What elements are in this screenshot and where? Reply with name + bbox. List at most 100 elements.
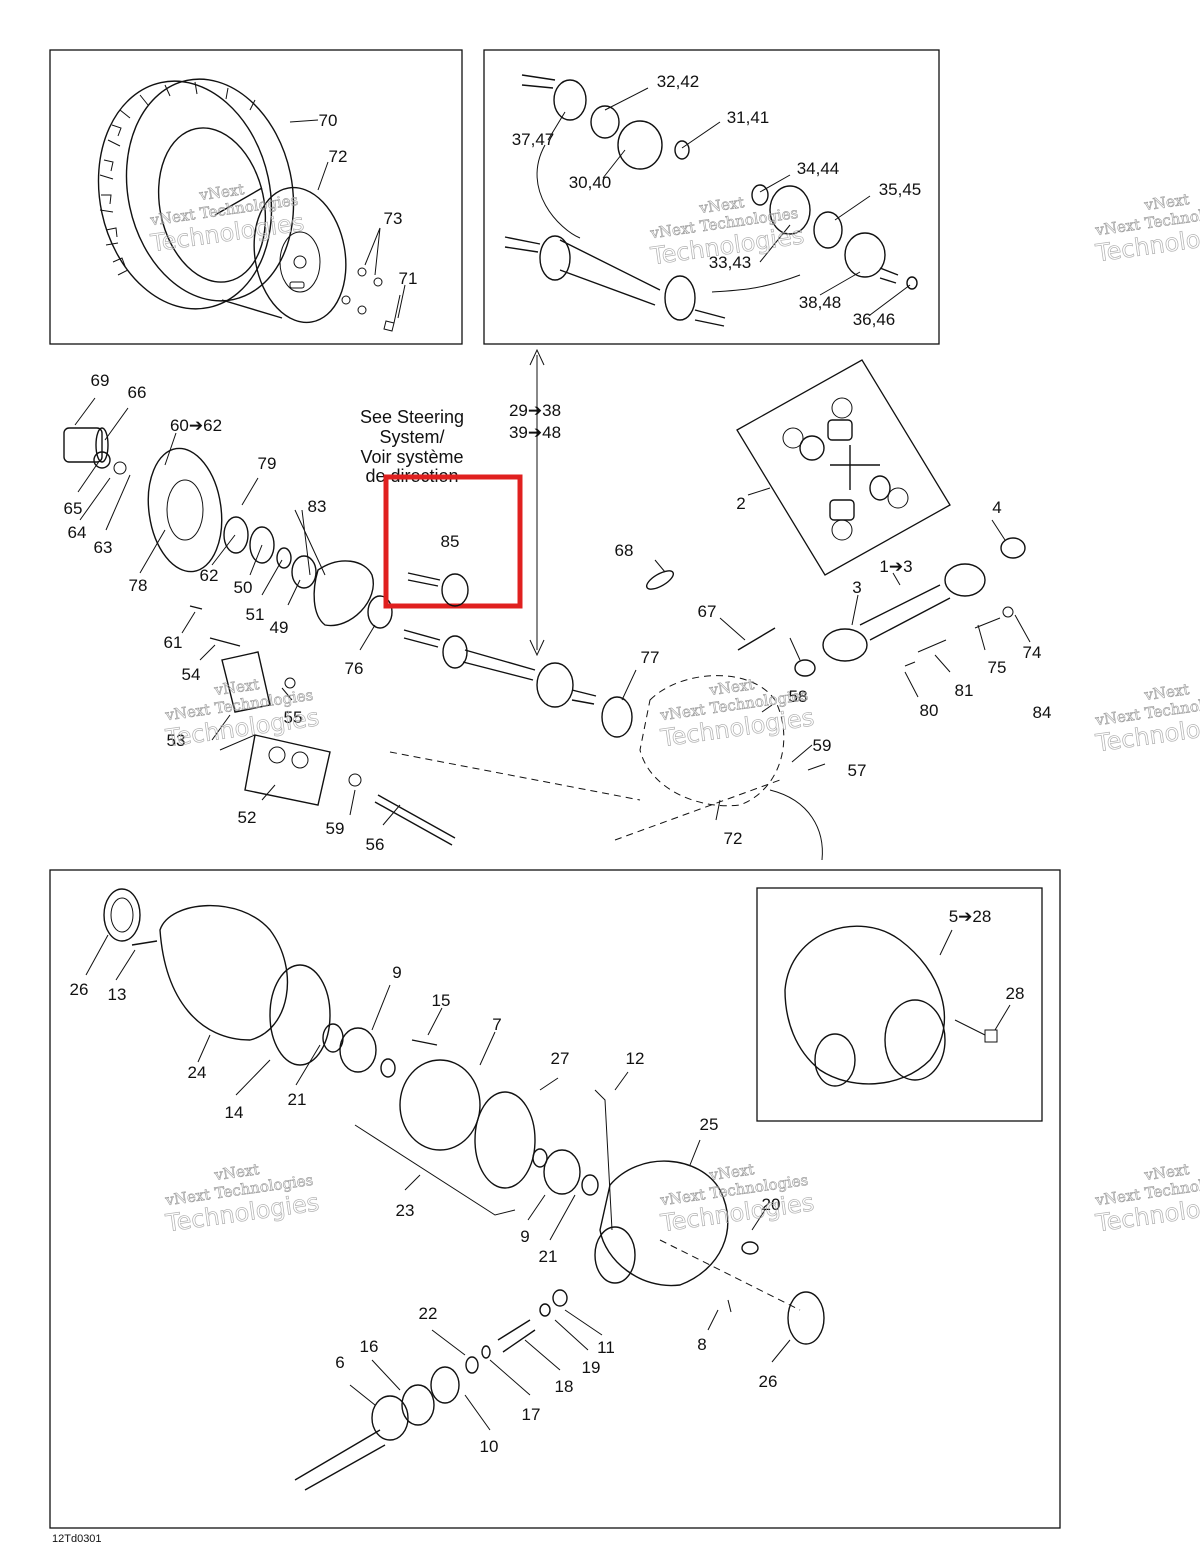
part-label-differential: 10 bbox=[480, 1437, 499, 1456]
part-label-axle: 34,44 bbox=[797, 159, 840, 178]
part-label-main: 3 bbox=[852, 578, 861, 597]
part-label-differential: 6 bbox=[335, 1353, 344, 1372]
steering-note-line1: See Steering bbox=[360, 407, 464, 427]
part-label-axle: 35,45 bbox=[879, 180, 922, 199]
highlight-part-85 bbox=[383, 474, 523, 609]
part-label-main: 50 bbox=[234, 578, 253, 597]
part-label-main: 52 bbox=[238, 808, 257, 827]
part-label-axle: 31,41 bbox=[727, 108, 770, 127]
part-label-differential: 20 bbox=[762, 1195, 781, 1214]
part-label-wheel: 72 bbox=[329, 147, 348, 166]
part-label-axle: 30,40 bbox=[569, 173, 612, 192]
differential-parts bbox=[103, 888, 825, 1491]
axle-ref-line1: 29➔38 bbox=[509, 401, 561, 420]
front-differential-dashed bbox=[389, 675, 823, 861]
part-label-axle: 32,42 bbox=[657, 72, 700, 91]
part-label-housing: 5➔28 bbox=[949, 907, 992, 926]
steering-note-line3: Voir système bbox=[360, 447, 463, 467]
arrows bbox=[529, 348, 545, 657]
steering-note-line2: System/ bbox=[379, 427, 444, 447]
part-label-main: 59 bbox=[813, 736, 832, 755]
part-label-differential: 21 bbox=[288, 1090, 307, 1109]
differential-panel-frame bbox=[49, 869, 1061, 1529]
part-label-main: 76 bbox=[345, 659, 364, 678]
part-label-housing: 28 bbox=[1006, 984, 1025, 1003]
part-label-main: 53 bbox=[167, 731, 186, 750]
part-label-wheel: 73 bbox=[384, 209, 403, 228]
part-label-main: 59 bbox=[326, 819, 345, 838]
part-label-differential: 17 bbox=[522, 1405, 541, 1424]
part-label-main: 49 bbox=[270, 618, 289, 637]
part-label-main: 85 bbox=[441, 532, 460, 551]
part-label-axle: 37,47 bbox=[512, 130, 555, 149]
part-label-main: 54 bbox=[182, 665, 201, 684]
part-label-main: 56 bbox=[366, 835, 385, 854]
part-label-differential: 9 bbox=[392, 963, 401, 982]
part-label-main: 81 bbox=[955, 681, 974, 700]
part-label-main: 77 bbox=[641, 648, 660, 667]
part-label-differential: 26 bbox=[70, 980, 89, 999]
part-label-differential: 14 bbox=[225, 1103, 244, 1122]
part-label-differential: 15 bbox=[432, 991, 451, 1010]
part-label-main: 57 bbox=[848, 761, 867, 780]
part-label-main: 62 bbox=[200, 566, 219, 585]
part-label-differential: 13 bbox=[108, 985, 127, 1004]
part-label-differential: 25 bbox=[700, 1115, 719, 1134]
part-label-differential: 26 bbox=[759, 1372, 778, 1391]
part-label-main: 68 bbox=[615, 541, 634, 560]
bracket-parts bbox=[189, 605, 456, 846]
part-label-differential: 9 bbox=[520, 1227, 529, 1246]
axle-shaft-lower bbox=[504, 144, 801, 327]
part-label-main: 58 bbox=[789, 687, 808, 706]
part-label-main: 55 bbox=[284, 708, 303, 727]
u-joint-detail-frame bbox=[736, 359, 951, 576]
part-label-differential: 8 bbox=[697, 1335, 706, 1354]
part-label-main: 74 bbox=[1023, 643, 1042, 662]
part-label-main: 69 bbox=[91, 371, 110, 390]
housing-detail-frame bbox=[756, 887, 1043, 1122]
part-label-differential: 18 bbox=[555, 1377, 574, 1396]
part-label-axle: 38,48 bbox=[799, 293, 842, 312]
steering-reference-note: See Steering System/ Voir système de dir… bbox=[360, 407, 464, 486]
leader-lines bbox=[74, 87, 1031, 1431]
part-label-differential: 16 bbox=[360, 1337, 379, 1356]
part-label-wheel: 70 bbox=[319, 111, 338, 130]
axle-panel-frame bbox=[483, 49, 940, 345]
part-label-main: 83 bbox=[308, 497, 327, 516]
part-label-main: 60➔62 bbox=[170, 416, 222, 435]
part-label-main: 64 bbox=[68, 523, 87, 542]
part-label-main: 75 bbox=[988, 658, 1007, 677]
propeller-shaft bbox=[645, 537, 1026, 677]
part-label-main: 66 bbox=[128, 383, 147, 402]
part-label-main: 65 bbox=[64, 499, 83, 518]
part-label-main: 1➔3 bbox=[879, 557, 912, 576]
axle-shaft-upper bbox=[521, 74, 690, 170]
part-label-main: 61 bbox=[164, 633, 183, 652]
wheel-panel-frame bbox=[49, 49, 463, 345]
part-label-main: 72 bbox=[724, 829, 743, 848]
part-label-main: 67 bbox=[698, 602, 717, 621]
axle-joint-parts bbox=[751, 184, 918, 290]
part-label-differential: 27 bbox=[551, 1049, 570, 1068]
knuckle-and-bearing bbox=[291, 555, 393, 629]
part-label-main: 4 bbox=[992, 498, 1001, 517]
part-label-main: 51 bbox=[246, 605, 265, 624]
figure-reference: 12Td0301 bbox=[52, 1533, 102, 1545]
part-label-main: 84 bbox=[1033, 703, 1052, 722]
part-label-differential: 12 bbox=[626, 1049, 645, 1068]
part-label-axle: 36,46 bbox=[853, 310, 896, 329]
part-label-main: 79 bbox=[258, 454, 277, 473]
part-number-labels: 7072737132,4231,4137,4730,4034,4435,4533… bbox=[64, 72, 1052, 1456]
axle-reference-note: 29➔38 39➔48 bbox=[509, 401, 561, 442]
part-label-differential: 21 bbox=[539, 1247, 558, 1266]
